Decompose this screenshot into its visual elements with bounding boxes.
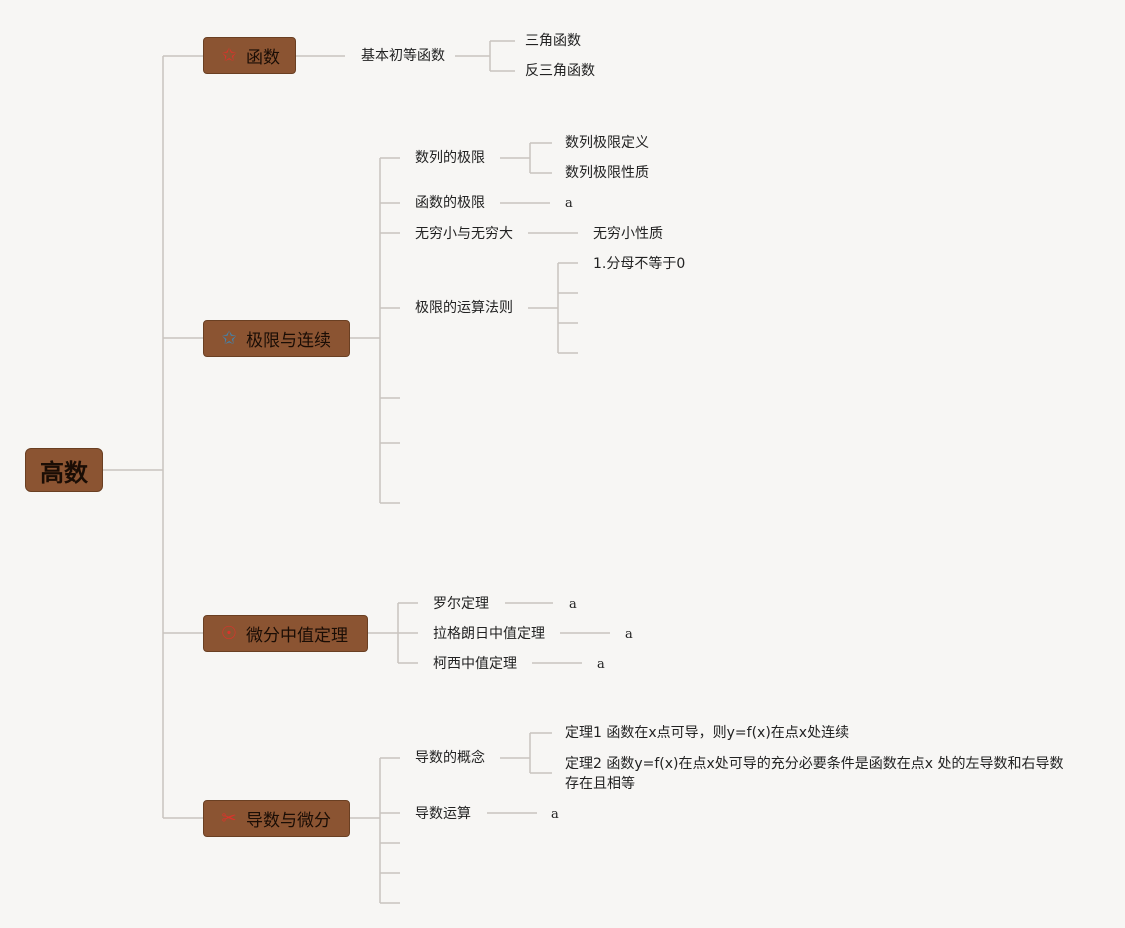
branch-jixian-label: 极限与连续 — [246, 331, 331, 351]
connector-jichu — [455, 40, 515, 72]
node-sanjiao[interactable]: 三角函数 — [525, 33, 581, 49]
branch-zhongzhi[interactable]: ☉ 微分中值定理 — [203, 615, 368, 652]
node-wuqiong-leaf[interactable]: 无穷小性质 — [593, 226, 663, 242]
branch-hanshu-label: 函数 — [246, 48, 280, 68]
node-lagelangri[interactable]: 拉格朗日中值定理 — [433, 626, 545, 642]
root-label: 高数 — [40, 458, 88, 487]
node-yunsuan-leaf[interactable]: 1.分母不等于0 — [593, 256, 686, 272]
target-icon: ☉ — [220, 623, 238, 644]
root-node[interactable]: 高数 — [25, 448, 103, 492]
star-icon: ✩ — [221, 45, 237, 66]
branch-zhongzhi-label: 微分中值定理 — [246, 626, 348, 646]
node-shulie-dingyi[interactable]: 数列极限定义 — [565, 135, 649, 151]
node-lagelangri-leaf[interactable]: a — [625, 627, 633, 642]
node-yunsuan[interactable]: 极限的运算法则 — [415, 300, 513, 316]
tools-icon: ✂ — [221, 808, 237, 829]
node-hanshu-jixian[interactable]: 函数的极限 — [415, 195, 485, 211]
node-luoer-leaf[interactable]: a — [569, 597, 577, 612]
node-gainian[interactable]: 导数的概念 — [415, 750, 485, 766]
node-daoshu-yunsuan[interactable]: 导数运算 — [415, 806, 471, 822]
node-jichu[interactable]: 基本初等函数 — [361, 48, 445, 64]
node-dingli1[interactable]: 定理1 函数在x点可导，则y=f(x)在点x处连续 — [565, 725, 850, 741]
branch-jixian[interactable]: ✩ 极限与连续 — [203, 320, 350, 357]
node-hanshu-jixian-leaf[interactable]: a — [565, 196, 573, 211]
node-fansanjiao[interactable]: 反三角函数 — [525, 63, 595, 79]
node-dingli2[interactable]: 定理2 函数y=f(x)在点x处可导的充分必要条件是函数在点x 处的左导数和右导… — [565, 756, 1064, 792]
branch-daoshu[interactable]: ✂ 导数与微分 — [203, 800, 350, 837]
node-wuqiong[interactable]: 无穷小与无穷大 — [415, 226, 513, 242]
branch-hanshu[interactable]: ✩ 函数 — [203, 37, 296, 74]
star-icon: ✩ — [221, 328, 237, 349]
node-kexi-leaf[interactable]: a — [597, 657, 605, 672]
node-luoer[interactable]: 罗尔定理 — [433, 596, 489, 612]
node-shulie[interactable]: 数列的极限 — [415, 150, 485, 166]
node-daoshu-yunsuan-leaf[interactable]: a — [551, 807, 559, 822]
branch-daoshu-label: 导数与微分 — [246, 811, 331, 831]
node-kexi[interactable]: 柯西中值定理 — [433, 656, 517, 672]
node-shulie-xingzhi[interactable]: 数列极限性质 — [565, 165, 649, 181]
